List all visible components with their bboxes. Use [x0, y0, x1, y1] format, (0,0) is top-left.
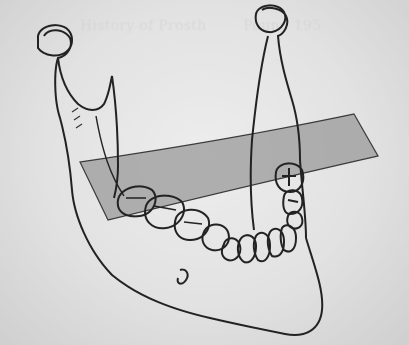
right-condyle: [256, 5, 286, 32]
premolar-2: [202, 225, 228, 251]
molar-1: [175, 210, 209, 240]
right-molar-lower: [283, 190, 302, 214]
molar-cusp-mark-2: [288, 200, 298, 202]
ink-marks: [72, 108, 82, 128]
occlusal-plane-band: [80, 114, 378, 220]
mental-foramen: [178, 270, 188, 284]
anterior-teeth: [238, 225, 296, 262]
